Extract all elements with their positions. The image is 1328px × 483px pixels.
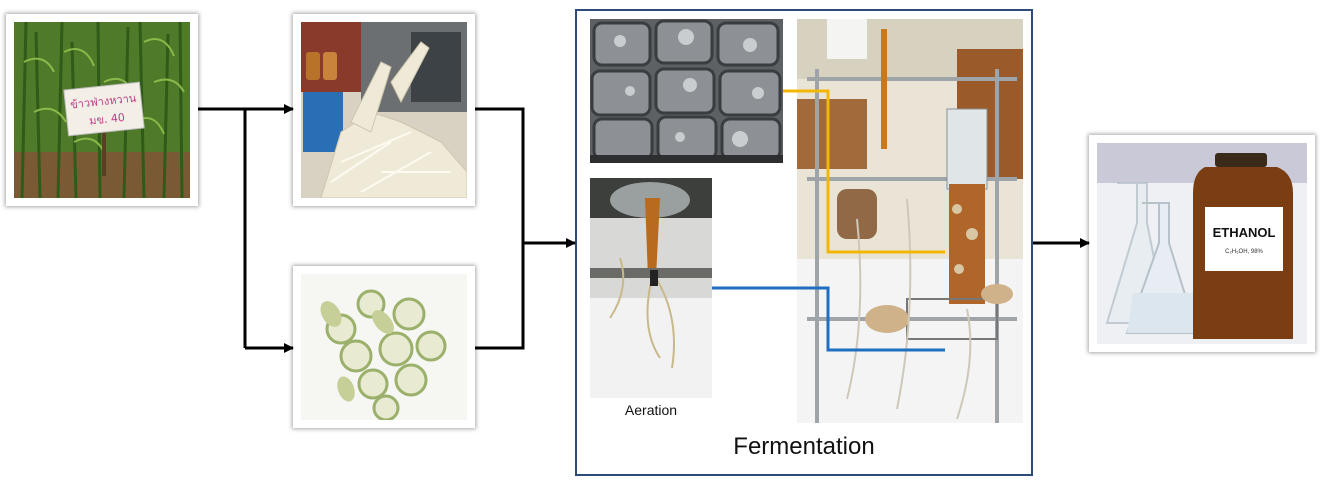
sem-micrograph-image: [590, 19, 783, 163]
ethanol-formula: C₂H₅OH, 98%: [1225, 249, 1263, 255]
aeration-image: [590, 178, 712, 398]
aeration-caption: Aeration: [624, 402, 678, 418]
stalk-slices-image: [301, 274, 467, 420]
field-sign: [63, 81, 145, 137]
ethanol-photo: ETHANOL C₂H₅OH, 98%: [1089, 135, 1315, 352]
fermentation-title: Fermentation: [733, 433, 875, 460]
stalk-slices-photo: [293, 266, 475, 428]
field-sign-line2: มข. 40: [89, 111, 126, 128]
ethanol-image: ETHANOL C₂H₅OH, 98%: [1097, 143, 1307, 344]
yellow-link-line: [783, 89, 945, 254]
bagasse-image: [301, 22, 467, 198]
connector-bagasse-out: [475, 107, 525, 243]
ethanol-label: ETHANOL: [1213, 225, 1276, 240]
bioreactor-image: [797, 19, 1023, 423]
bagasse-photo: [293, 14, 475, 206]
sorghum-field-photo: ข้าวฟ่างหวาน มข. 40: [6, 14, 198, 206]
blue-link-line: [712, 286, 945, 352]
sorghum-field-image: ข้าวฟ่างหวาน มข. 40: [14, 22, 190, 198]
connector-slices-out: [475, 243, 525, 350]
